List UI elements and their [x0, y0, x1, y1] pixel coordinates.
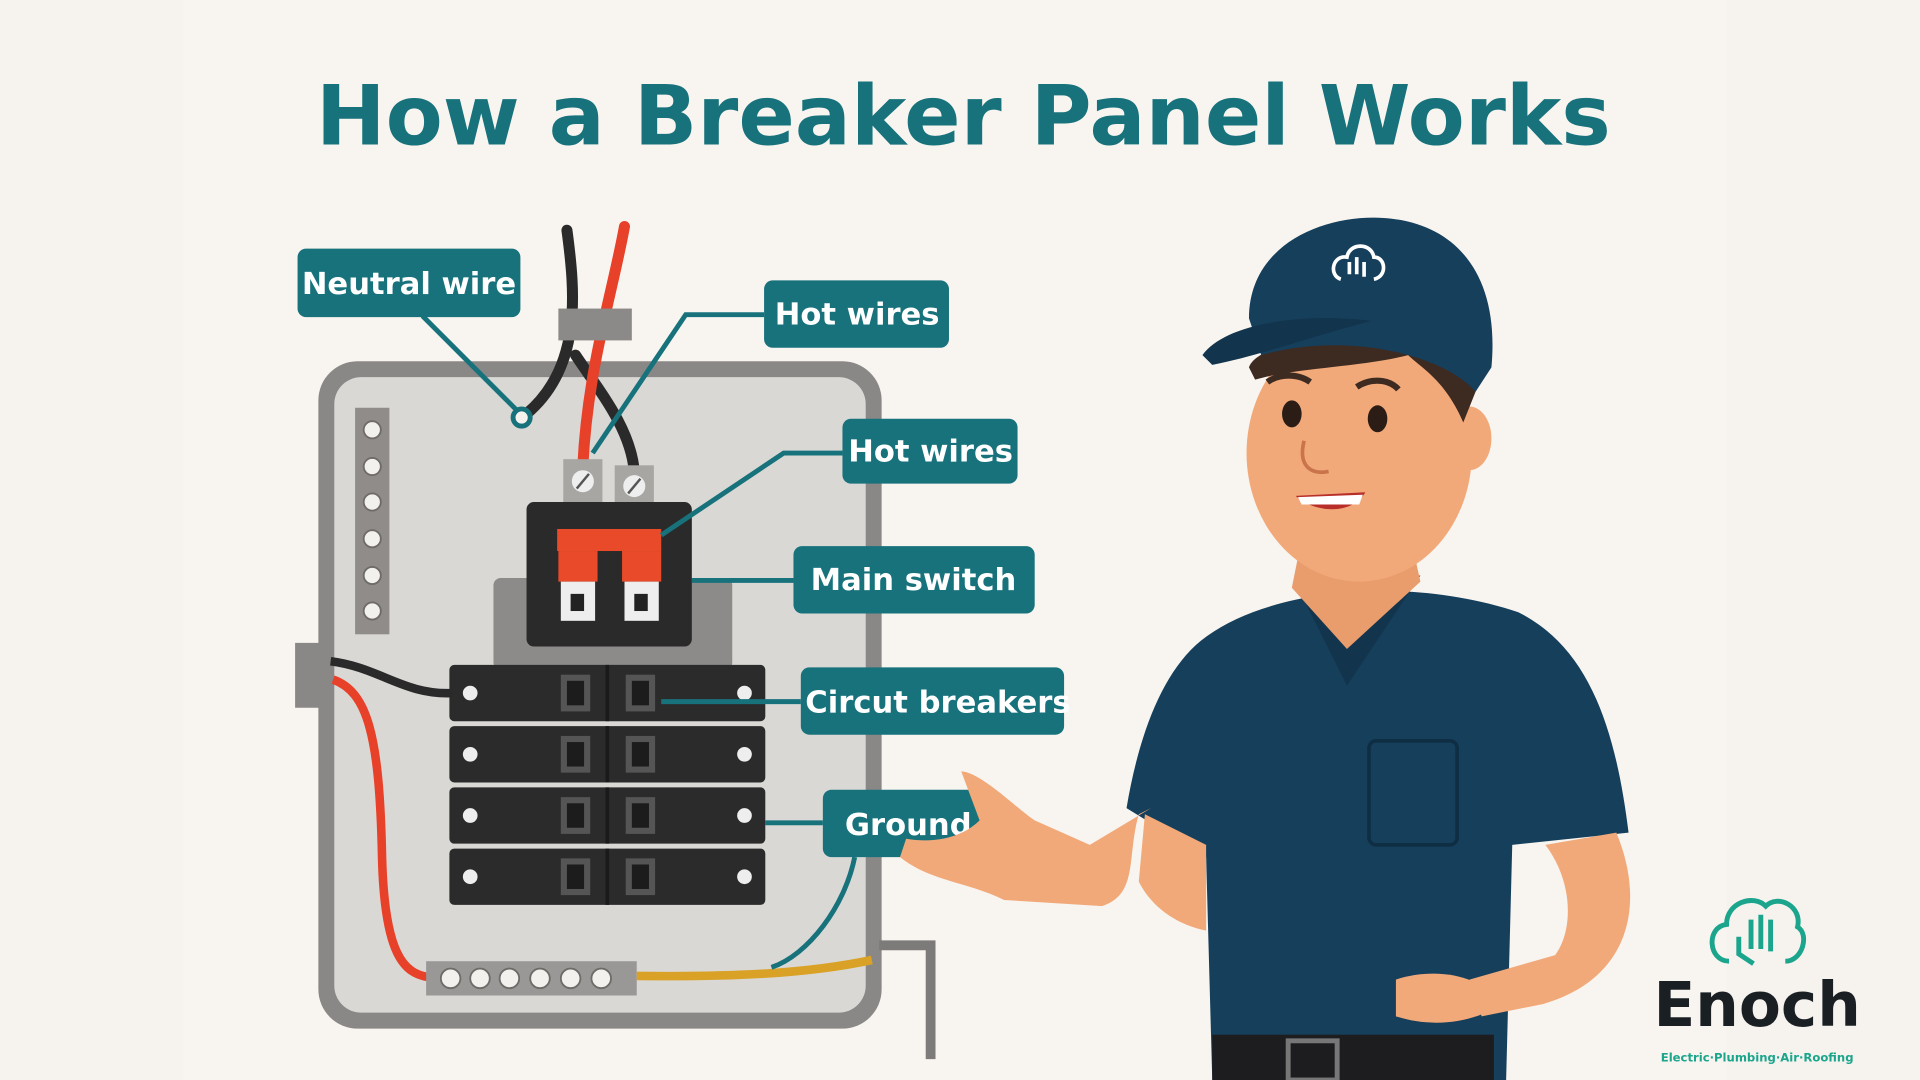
logo-tagline: Electric·Plumbing·Air·Roofing — [1661, 1051, 1854, 1065]
ground-bus-bar — [355, 407, 390, 635]
neutral-bus-bar — [426, 961, 637, 996]
label-hot-wires: Hot wires — [842, 418, 1018, 484]
label-main-switch: Main switch — [793, 546, 1035, 614]
breaker-panel — [295, 221, 936, 1060]
svg-text:Main switch: Main switch — [811, 563, 1017, 598]
cable-clamp — [558, 308, 632, 341]
technician-illustration — [900, 217, 1631, 1080]
svg-text:Circut breakers: Circut breakers — [805, 686, 1070, 721]
page-title: How a Breaker Panel Works — [316, 67, 1611, 164]
enoch-logo: Enoch Electric·Plumbing·Air·Roofing — [1653, 898, 1861, 1065]
cap-logo-icon — [1331, 244, 1386, 281]
label-hot-wires-top: Hot wires — [764, 280, 949, 348]
main-switch — [526, 502, 692, 647]
circuit-breakers — [449, 664, 766, 905]
svg-text:Hot wires: Hot wires — [775, 297, 940, 332]
svg-text:Neutral wire: Neutral wire — [302, 267, 516, 302]
label-circuit-breakers: Circut breakers — [800, 667, 1071, 735]
label-neutral-wire: Neutral wire — [297, 248, 521, 318]
logo-name: Enoch — [1653, 970, 1860, 1041]
svg-text:Hot wires: Hot wires — [848, 435, 1013, 470]
